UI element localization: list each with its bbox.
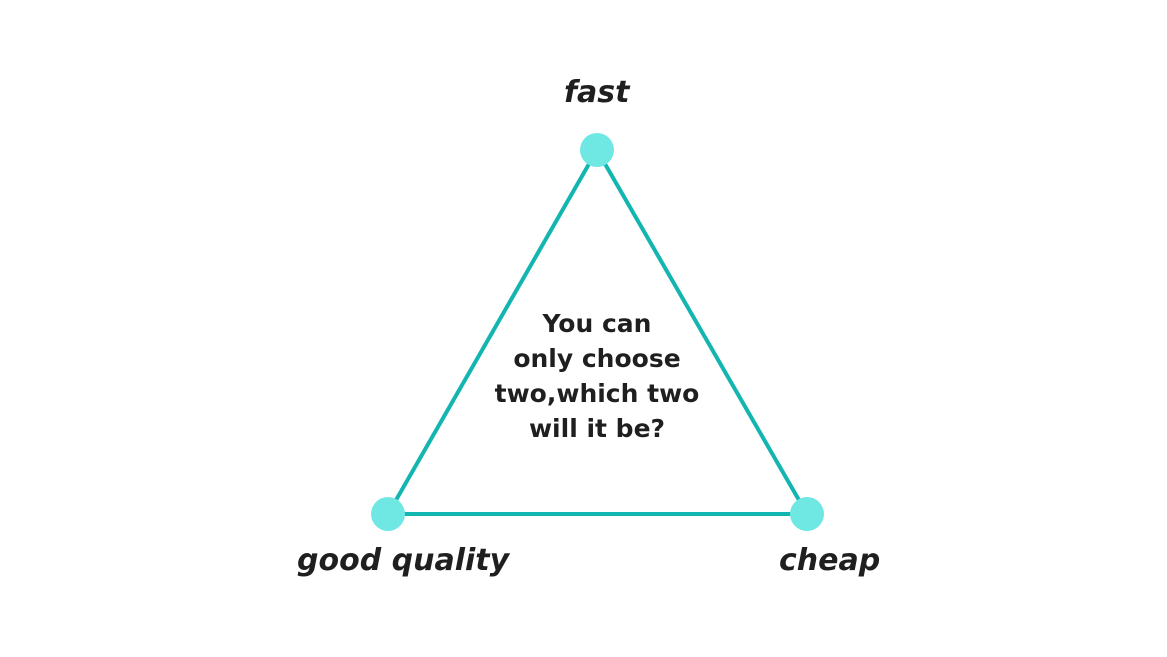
center-line-1: You can: [542, 309, 652, 338]
edge-fast-cheap: [595, 148, 809, 516]
node-good-quality: [371, 497, 405, 531]
center-question: You can only choose two,which two will i…: [470, 306, 724, 446]
center-line-3: two,which two: [494, 379, 700, 408]
node-fast: [580, 133, 614, 167]
node-cheap: [790, 497, 824, 531]
center-line-4: will it be?: [528, 414, 666, 443]
label-fast: fast: [564, 75, 630, 110]
label-good-quality: good quality: [297, 543, 510, 578]
label-cheap: cheap: [779, 543, 881, 578]
center-line-2: only choose: [513, 344, 681, 373]
edge-fast-good: [386, 148, 599, 516]
